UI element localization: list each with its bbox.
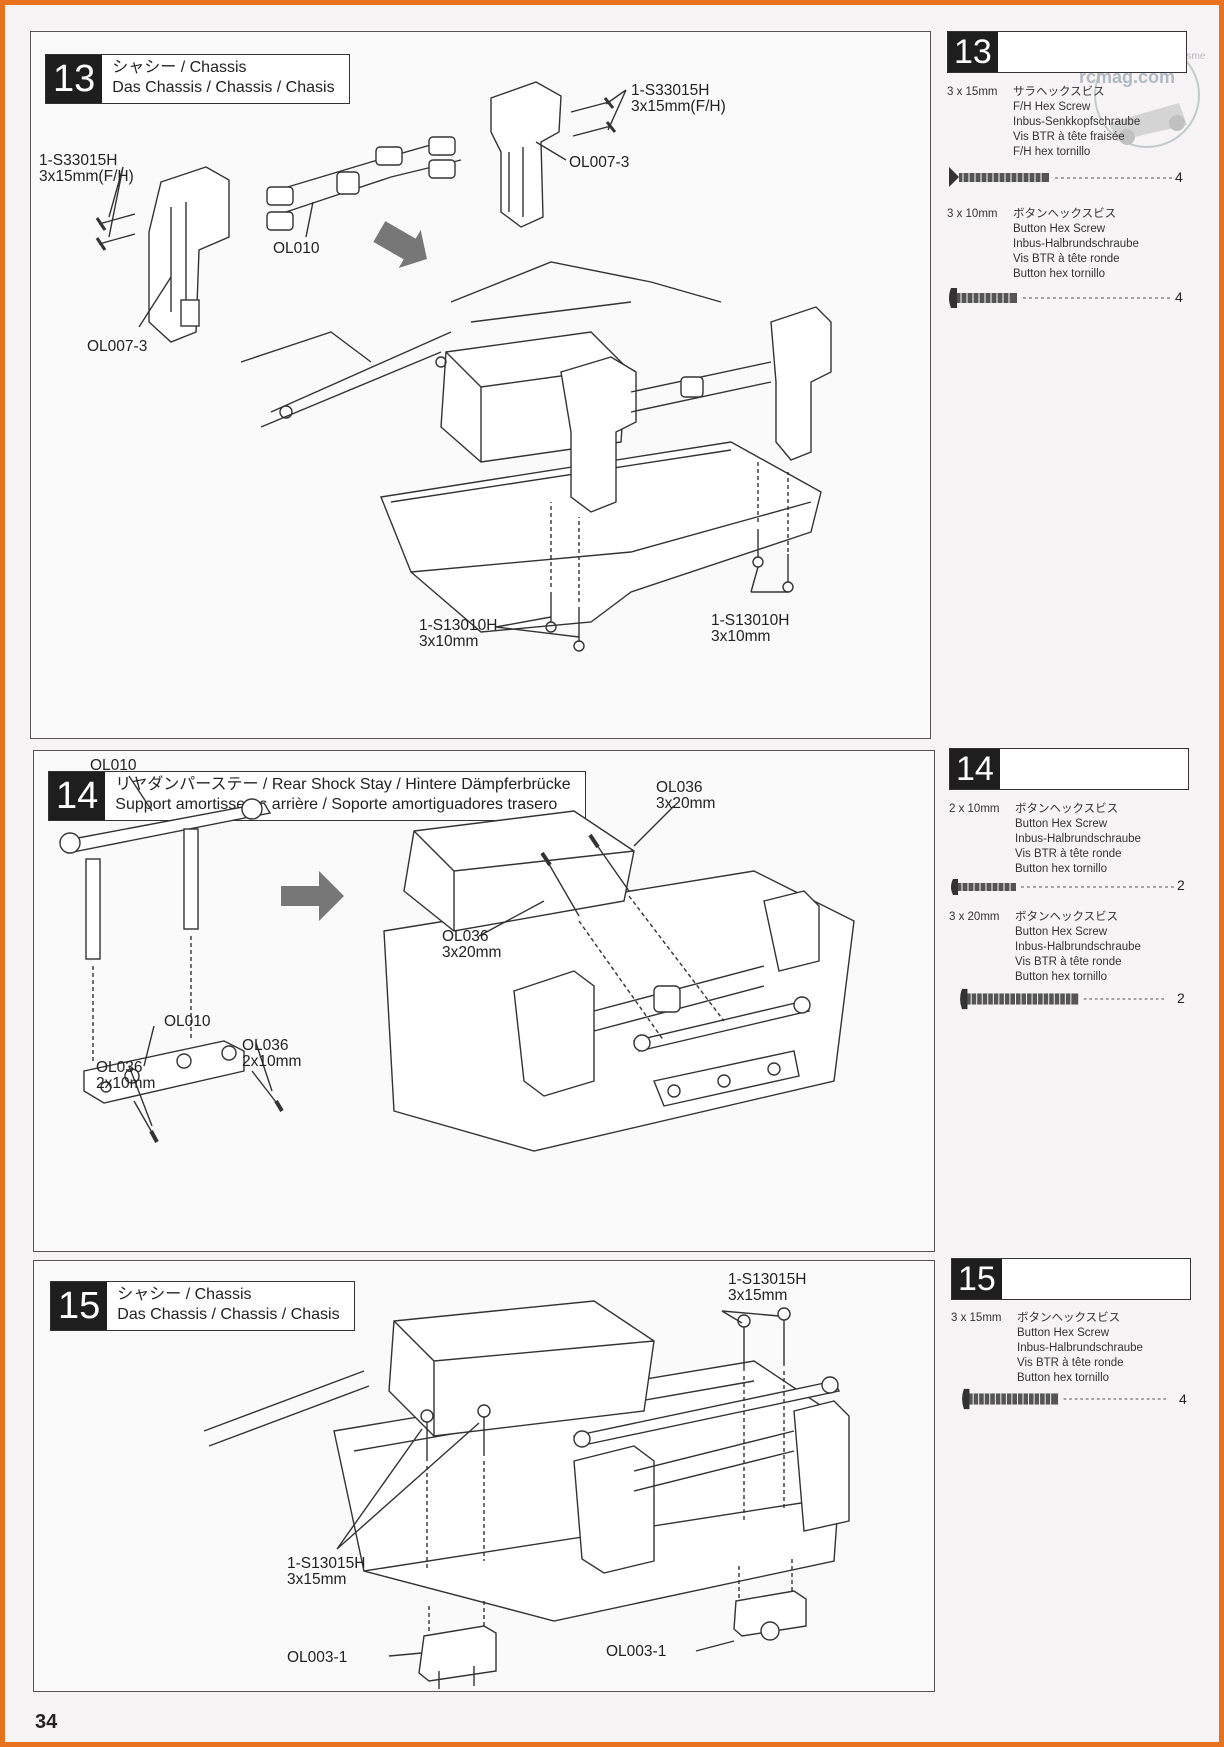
step-15-header: 15 シャシー / Chassis Das Chassis / Chassis …: [50, 1281, 355, 1331]
screw-spec-14-b: 3 x 20mm ボタンヘックスビス Button Hex Screw Inbu…: [949, 911, 1141, 983]
label-ol036-left-size: 2x10mm: [96, 1075, 156, 1092]
label-ol003-right: OL003-1: [606, 1643, 667, 1660]
label-left-code: 1-S13015H: [287, 1555, 366, 1572]
step-number: 14: [49, 772, 106, 820]
step-title-de-fr-es: Das Chassis / Chassis / Chasis: [112, 79, 335, 96]
step-14-header: 14 リヤダンパーステー / Rear Shock Stay / Hintere…: [48, 771, 586, 821]
label-top-size: 3x15mm: [728, 1287, 788, 1304]
step-title-fr-es: Support amortisseurs arrière / Soporte a…: [115, 796, 558, 813]
label-screw-left-code: 1-S33015H: [39, 152, 118, 169]
label-ol003-left: OL003-1: [287, 1649, 348, 1666]
screw-spec-13-a: 3 x 15mm サラヘックスビス F/H Hex Screw Inbus-Se…: [947, 86, 1141, 158]
label-ol036-right-code: OL036: [242, 1037, 289, 1054]
label-bottom-left-size: 3x10mm: [419, 633, 479, 650]
label-ol036-mid-code: OL036: [442, 928, 489, 945]
button-screw-icon: [962, 1388, 1168, 1410]
screw-spec-14-a: 2 x 10mm ボタンヘックスビス Button Hex Screw Inbu…: [949, 803, 1141, 875]
side-header-13: 13: [947, 31, 1187, 73]
step-number: 13: [46, 55, 103, 103]
label-ol010-bottom: OL010: [164, 1013, 211, 1030]
fh-screw-icon: [949, 167, 1172, 187]
step-13-chassis-diagram: [95, 81, 832, 652]
label-ol007-right: OL007-3: [569, 154, 630, 171]
button-screw-long-icon: [960, 988, 1166, 1010]
label-ol036-top-size: 3x20mm: [656, 795, 716, 812]
qty-14-a: 2: [1177, 877, 1185, 893]
step-title-jp-en: シャシー / Chassis: [112, 59, 247, 76]
label-ol010-top: OL010: [90, 757, 137, 774]
page-number: 34: [35, 1711, 58, 1733]
label-screw-top-code: 1-S33015H: [631, 82, 710, 99]
step-15-chassis-diagram: [203, 1300, 850, 1689]
step-title-jp-en-de: リヤダンパーステー / Rear Shock Stay / Hintere Dä…: [115, 776, 571, 793]
label-ol010: OL010: [273, 240, 320, 257]
screw-spec-13-b: 3 x 10mm ボタンヘックスビス Button Hex Screw Inbu…: [947, 208, 1139, 280]
step-title-jp-en: シャシー / Chassis: [117, 1286, 252, 1303]
button-screw-icon: [949, 288, 1172, 308]
step-14-panel: 14 リヤダンパーステー / Rear Shock Stay / Hintere…: [33, 750, 935, 1252]
label-ol036-left-code: OL036: [96, 1059, 143, 1076]
qty-15-a: 4: [1179, 1391, 1187, 1407]
side-step-number: 15: [952, 1259, 1002, 1299]
button-screw-icon: [951, 879, 1174, 895]
label-ol007-left: OL007-3: [87, 338, 148, 355]
label-bottom-right-code: 1-S13010H: [711, 612, 790, 629]
qty-13-b: 4: [1175, 289, 1183, 305]
label-ol036-top-code: OL036: [656, 779, 703, 796]
side-header-15: 15: [951, 1258, 1191, 1300]
step-14-shock-stay-diagram: [59, 775, 855, 1152]
step-title-de-fr-es: Das Chassis / Chassis / Chasis: [117, 1306, 340, 1323]
label-screw-top-size: 3x15mm(F/H): [631, 98, 726, 115]
label-top-code: 1-S13015H: [728, 1271, 807, 1288]
label-bottom-right-size: 3x10mm: [711, 628, 771, 645]
label-left-size: 3x15mm: [287, 1571, 347, 1588]
screw-spec-15-a: 3 x 15mm ボタンヘックスビス Button Hex Screw Inbu…: [951, 1312, 1143, 1384]
step-number: 15: [51, 1282, 108, 1330]
step-13-header: 13 シャシー / Chassis Das Chassis / Chassis …: [45, 54, 350, 104]
step-13-panel: 13 シャシー / Chassis Das Chassis / Chassis …: [30, 31, 931, 739]
qty-13-a: 4: [1175, 169, 1183, 185]
label-ol036-mid-size: 3x20mm: [442, 944, 502, 961]
side-header-14: 14: [949, 748, 1189, 790]
side-step-number: 13: [948, 32, 998, 72]
label-ol036-right-size: 2x10mm: [242, 1053, 302, 1070]
step-15-panel: 15 シャシー / Chassis Das Chassis / Chassis …: [33, 1260, 935, 1692]
qty-14-b: 2: [1177, 990, 1185, 1006]
label-screw-left-size: 3x15mm(F/H): [39, 168, 134, 185]
side-step-number: 14: [950, 749, 1000, 789]
label-bottom-left-code: 1-S13010H: [419, 617, 498, 634]
